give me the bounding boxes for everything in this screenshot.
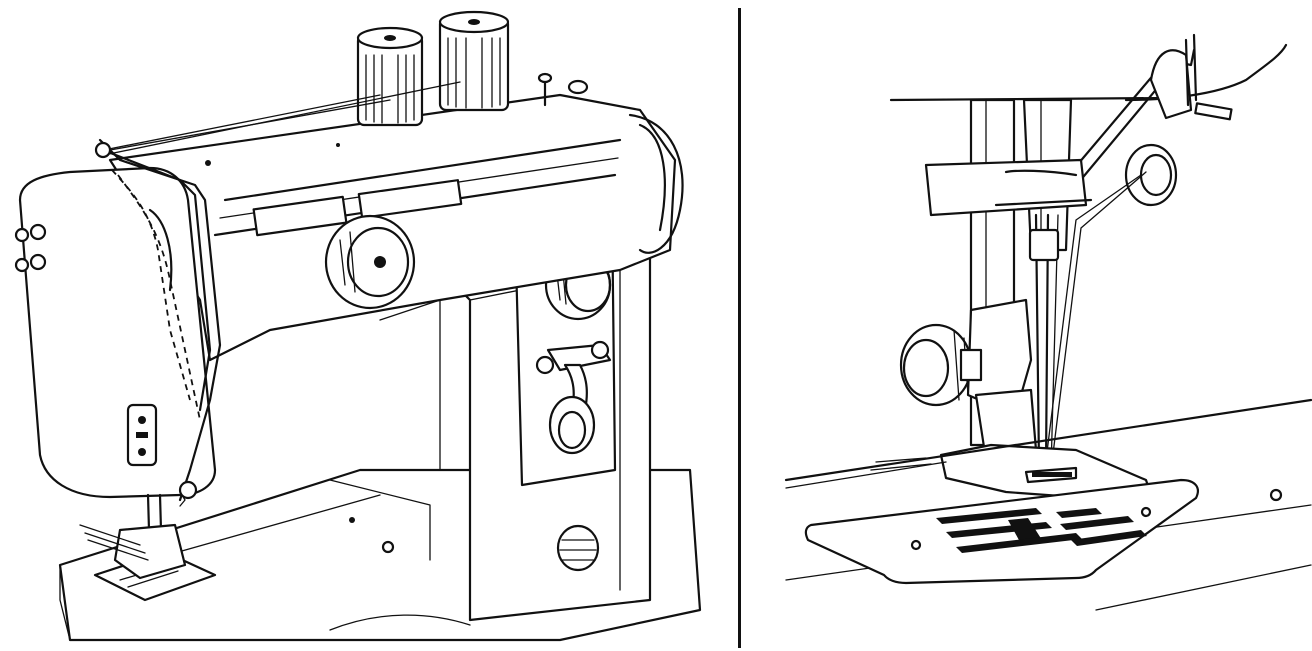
needle-clamp-knob xyxy=(1124,143,1178,207)
bed-surface xyxy=(784,398,1312,482)
thread-path-dashed xyxy=(111,169,191,401)
panel-divider xyxy=(738,8,741,648)
tension-dial xyxy=(324,214,416,310)
upper-thread-1 xyxy=(103,94,381,151)
lower-knob xyxy=(556,524,600,572)
presser-foot-drawing xyxy=(784,33,1312,611)
sewing-machine-illustration: V xyxy=(14,10,702,642)
upper-thread-2 xyxy=(103,81,461,156)
presser-foot xyxy=(113,523,187,580)
take-up-lever xyxy=(98,138,222,502)
length-knob xyxy=(548,395,596,455)
face-plate xyxy=(18,166,217,499)
presser-foot-closeup-illustration xyxy=(746,0,1312,651)
brand-plate xyxy=(252,195,348,237)
feed-dog-slots xyxy=(936,508,1147,553)
sewing-machine-drawing: V xyxy=(14,10,702,642)
plate-screw-left xyxy=(910,539,922,551)
plate-screw-right xyxy=(1140,506,1152,518)
needle-clamp xyxy=(924,158,1088,217)
needle-thread-1 xyxy=(1045,174,1142,461)
